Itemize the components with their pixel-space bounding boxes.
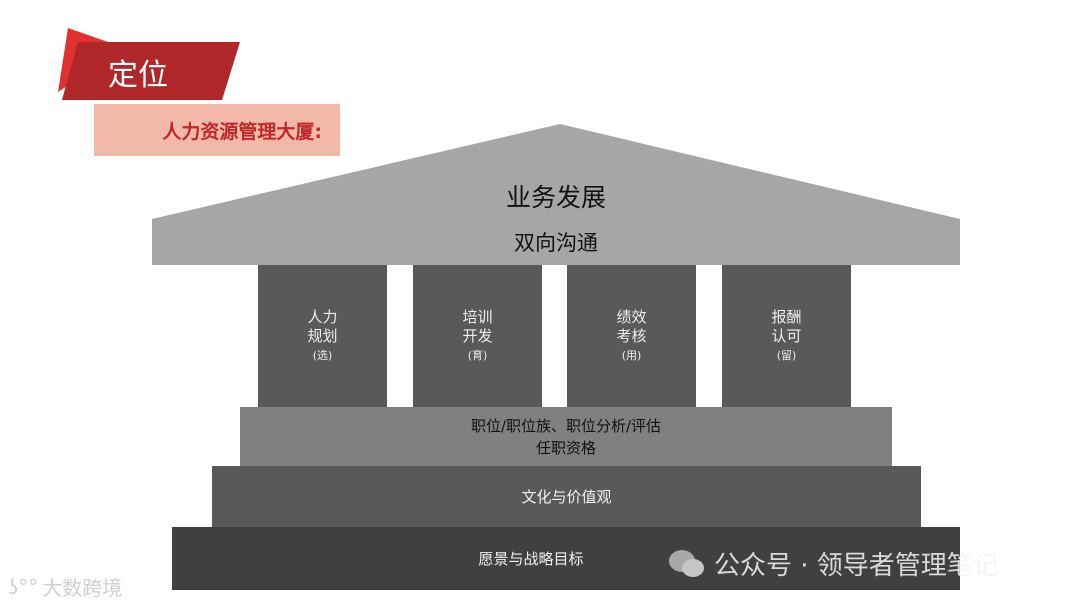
foundation-step-3: 愿景与战略目标	[172, 527, 960, 590]
pillar: 报酬 认可 (留)	[722, 265, 851, 407]
pillar-line1: 报酬	[771, 307, 802, 326]
logo-text: 大数跨境	[42, 576, 123, 600]
pillar-sub: (育)	[467, 348, 488, 362]
step1-line1: 职位/职位族、职位分析/评估	[470, 416, 662, 435]
roof-label: 业务发展	[505, 183, 606, 212]
foundation-step-2: 文化与价值观	[212, 466, 921, 527]
step2-label: 文化与价值观	[521, 488, 612, 506]
logo-icon: ʖ°°	[8, 574, 39, 599]
pillar-line1: 培训	[462, 307, 493, 326]
pillar-sub: (用)	[621, 348, 642, 362]
logo-watermark: ʖ°° 大数跨境	[8, 572, 122, 601]
pillar-line2: 规划	[307, 326, 338, 345]
pillar-line2: 认可	[771, 326, 802, 345]
pillar: 人力 规划 (选)	[258, 265, 387, 407]
roof	[152, 124, 960, 219]
beam-label: 双向沟通	[514, 231, 598, 255]
foundation-step-1: 职位/职位族、职位分析/评估 任职资格	[240, 407, 892, 466]
step3-label: 愿景与战略目标	[478, 550, 584, 568]
step1-line2: 任职资格	[535, 438, 596, 457]
subtitle: 人力资源管理大厦:	[94, 104, 340, 156]
pillar-line2: 考核	[616, 326, 647, 345]
pillar-sub: (留)	[776, 348, 797, 362]
pillar-line1: 人力	[307, 307, 338, 326]
pillar-line2: 开发	[462, 326, 493, 345]
beam: 双向沟通	[152, 219, 960, 265]
wechat-watermark: 公众号 · 领导者管理笔记	[668, 545, 999, 582]
pillar-sub: (选)	[312, 348, 333, 362]
wechat-watermark-text: 公众号 · 领导者管理笔记	[714, 551, 999, 581]
wechat-icon	[669, 549, 704, 577]
pillar: 培训 开发 (育)	[413, 265, 542, 407]
pillar-line1: 绩效	[616, 307, 647, 326]
section-tag-shape	[58, 28, 240, 100]
section-tag: 定位	[108, 58, 168, 93]
pillar: 绩效 考核 (用)	[567, 265, 696, 407]
